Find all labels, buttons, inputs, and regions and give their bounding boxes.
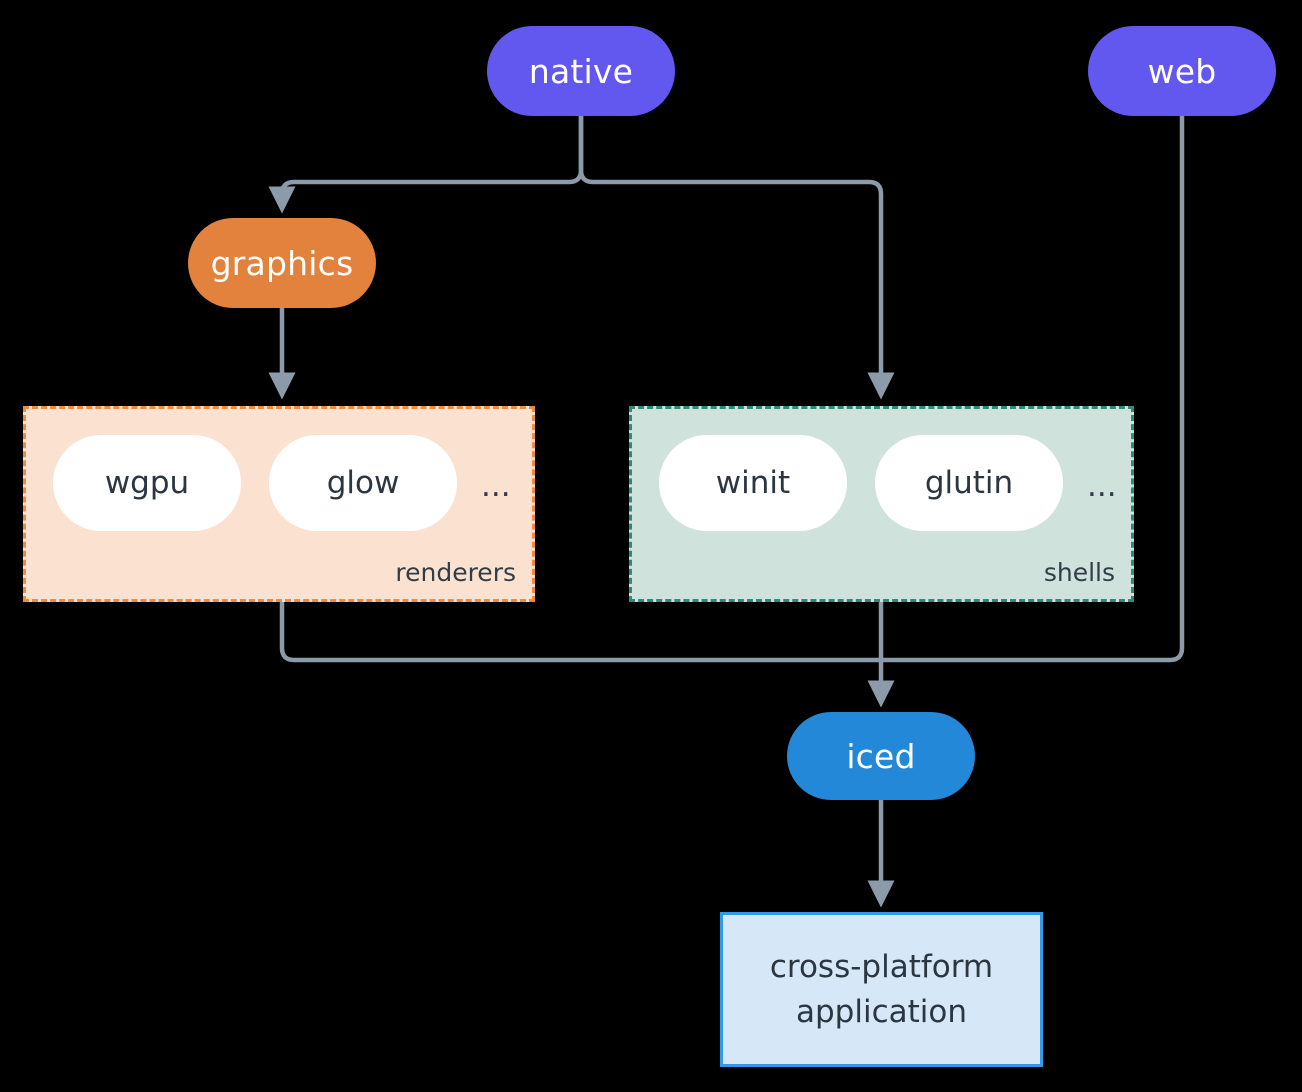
edge-renderers-iced (279, 602, 881, 663)
chip-winit[interactable]: winit (659, 435, 847, 531)
node-application-line1: cross-platform (769, 948, 994, 985)
renderers-ellipsis: ... (481, 468, 511, 504)
node-application-line2: application (796, 993, 967, 1030)
chip-glutin[interactable]: glutin (875, 435, 1063, 531)
chip-glow-label: glow (326, 465, 400, 501)
node-application[interactable]: cross-platform application (720, 912, 1043, 1067)
node-graphics[interactable]: graphics (188, 218, 376, 308)
node-native[interactable]: native (487, 26, 675, 116)
node-graphics-label: graphics (210, 243, 354, 283)
node-web[interactable]: web (1088, 26, 1276, 116)
edge-native-graphics (268, 116, 584, 214)
chip-winit-label: winit (715, 465, 791, 501)
chip-wgpu[interactable]: wgpu (53, 435, 241, 531)
edge-native-shells (578, 116, 895, 400)
chip-wgpu-label: wgpu (104, 465, 190, 501)
group-renderers: wgpu glow ... renderers (23, 406, 535, 602)
node-iced[interactable]: iced (787, 712, 975, 800)
node-web-label: web (1147, 51, 1217, 91)
chip-glutin-label: glutin (924, 465, 1014, 501)
group-shells: winit glutin ... shells (629, 406, 1134, 602)
shells-ellipsis: ... (1087, 468, 1117, 504)
node-native-label: native (528, 51, 634, 91)
node-iced-label: iced (846, 736, 916, 776)
chip-glow[interactable]: glow (269, 435, 457, 531)
group-renderers-label: renderers (395, 558, 516, 587)
edge-web-iced (881, 116, 1185, 663)
group-shells-label: shells (1043, 558, 1115, 587)
